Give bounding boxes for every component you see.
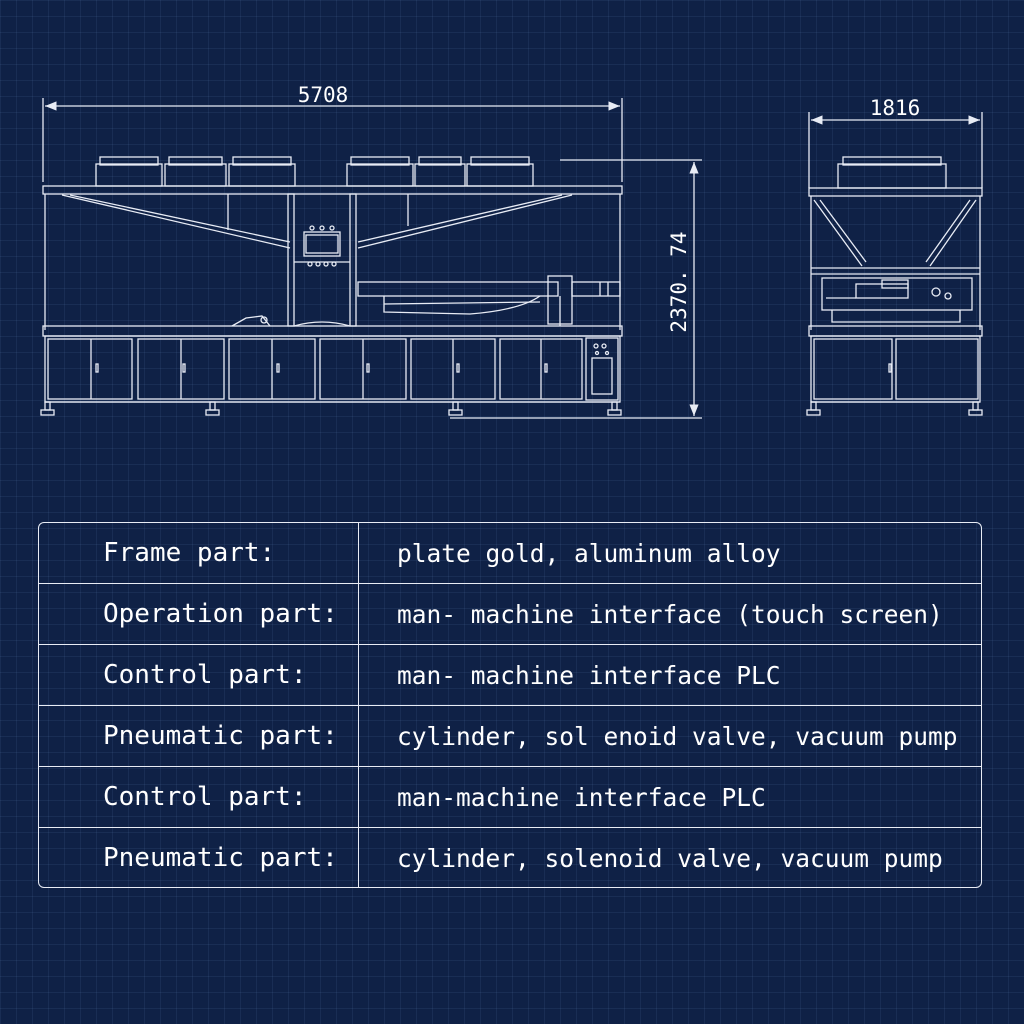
spec-value: man- machine interface (touch screen) <box>397 599 943 629</box>
spec-value: plate gold, aluminum alloy <box>397 538 781 568</box>
front-height-dimension-line <box>450 159 702 419</box>
spec-value: man- machine interface PLC <box>397 660 781 690</box>
cabinet-doors <box>44 335 621 403</box>
feet <box>40 401 622 416</box>
front-view <box>40 98 702 419</box>
spec-table: Frame part: plate gold, aluminum alloy O… <box>38 522 982 888</box>
spec-value: cylinder, solenoid valve, vacuum pump <box>397 843 943 873</box>
spec-row: Pneumatic part: cylinder, sol enoid valv… <box>39 706 981 767</box>
spec-label: Operation part: <box>39 584 359 644</box>
side-view <box>806 112 983 416</box>
side-width-dimension-line <box>808 112 983 188</box>
spec-row: Frame part: plate gold, aluminum alloy <box>39 523 981 584</box>
front-height-label: 2370. 74 <box>667 231 691 332</box>
front-width-dimension-line <box>42 98 623 182</box>
control-panel <box>303 225 341 267</box>
spec-label: Control part: <box>39 767 359 827</box>
machine-drawing: 5708 2370. 74 1816 <box>40 83 983 419</box>
side-width-label: 1816 <box>870 96 921 120</box>
spec-value: man-machine interface PLC <box>397 782 766 812</box>
spec-label: Control part: <box>39 645 359 705</box>
top-units <box>95 156 534 187</box>
spec-label: Frame part: <box>39 523 359 583</box>
spec-label: Pneumatic part: <box>39 706 359 766</box>
front-width-label: 5708 <box>298 83 349 107</box>
spec-row: Operation part: man- machine interface (… <box>39 584 981 645</box>
spec-row: Pneumatic part: cylinder, solenoid valve… <box>39 828 981 887</box>
spec-label: Pneumatic part: <box>39 828 359 887</box>
spec-value: cylinder, sol enoid valve, vacuum pump <box>397 721 958 751</box>
spec-row: Control part: man- machine interface PLC <box>39 645 981 706</box>
spec-row: Control part: man-machine interface PLC <box>39 767 981 828</box>
conveyor-arm <box>357 275 621 326</box>
